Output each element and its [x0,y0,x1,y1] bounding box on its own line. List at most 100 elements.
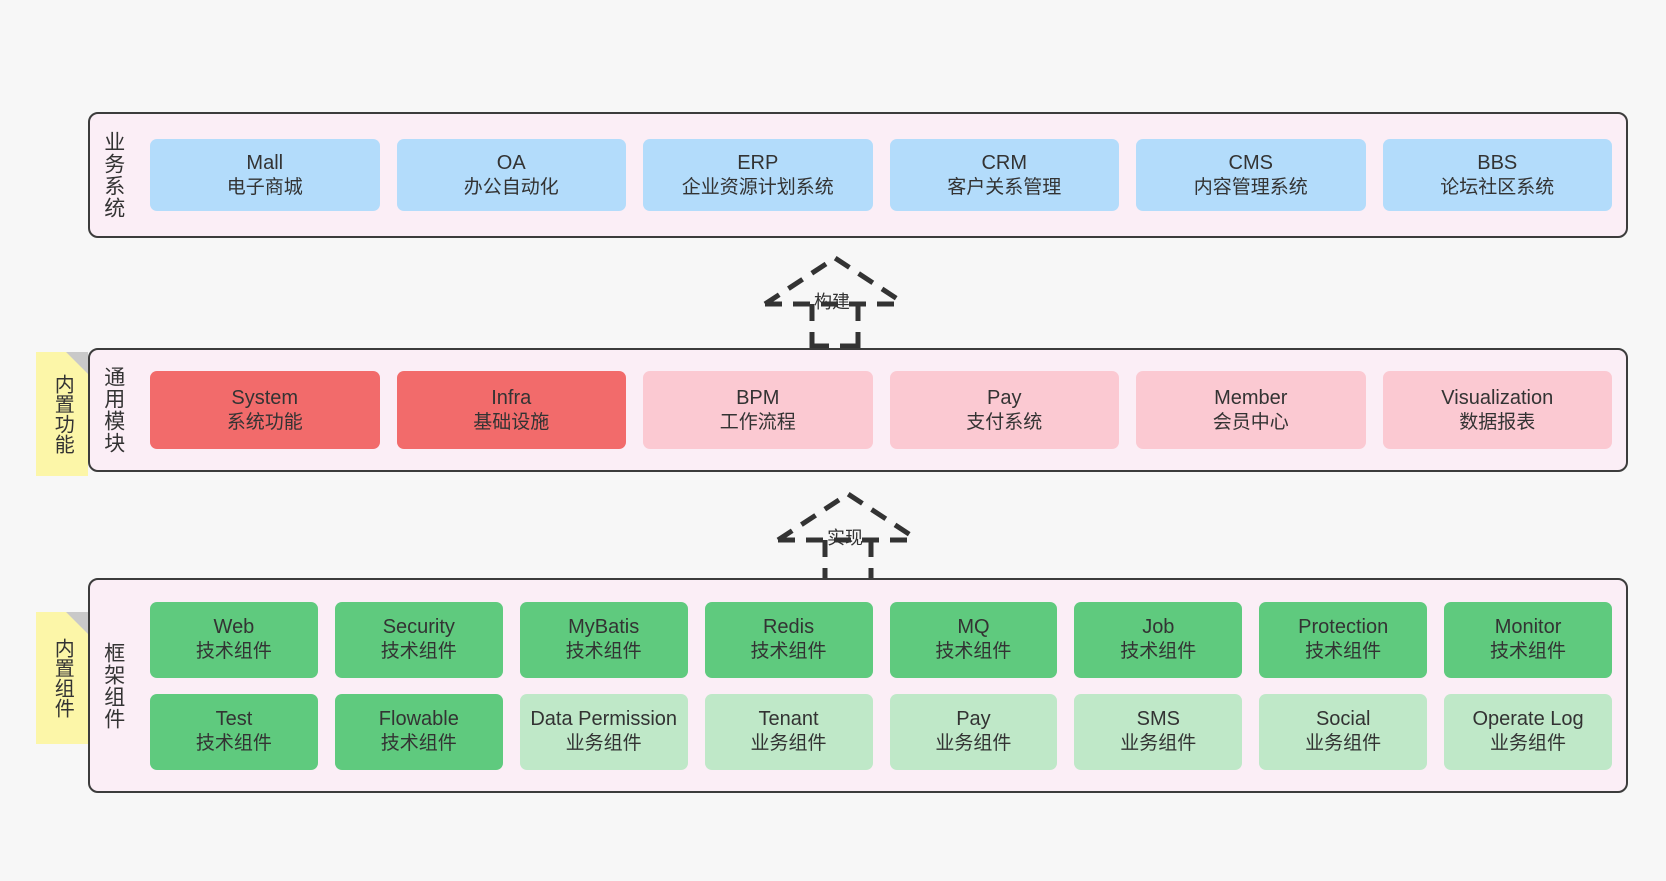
module-subtitle: 客户关系管理 [947,176,1062,198]
module-subtitle: 业务组件 [1305,733,1382,755]
module-title: CRM [981,151,1028,174]
generalization-arrow-build: 构建 [755,252,915,349]
module-title: Pay [987,386,1022,409]
module-title: Data Permission [530,708,678,731]
module-title: Operate Log [1472,708,1584,731]
module-subtitle: 技术组件 [380,641,457,663]
module-title: Tenant [758,708,819,731]
module-subtitle: 技术组件 [195,733,272,755]
sticky-note-label: 内置功能 [51,374,74,454]
module-title: BPM [736,386,780,409]
module-title: CMS [1228,151,1273,174]
layer-title-framework: 框架组件 [101,641,125,730]
module-card-mybatis[interactable]: MyBatis 技术组件 [519,601,688,678]
module-subtitle: 内容管理系统 [1193,176,1308,198]
module-subtitle: 技术组件 [1490,641,1567,663]
module-card-oa[interactable]: OA 办公自动化 [396,139,626,211]
module-subtitle: 业务组件 [565,733,642,755]
module-card-job[interactable]: Job 技术组件 [1074,601,1243,678]
module-title: Monitor [1494,616,1562,639]
module-title: MyBatis [568,616,640,639]
layer-row: Web 技术组件 Security 技术组件 MyBatis 技术组件 Redi… [150,601,1612,678]
module-subtitle: 基础设施 [473,411,550,433]
module-title: MQ [957,616,990,639]
module-card-web[interactable]: Web 技术组件 [150,601,318,678]
module-subtitle: 论坛社区系统 [1440,176,1555,198]
module-title: Infra [491,386,532,409]
module-card-test[interactable]: Test 技术组件 [150,693,318,770]
module-subtitle: 业务组件 [750,733,827,755]
module-subtitle: 系统功能 [226,411,303,433]
module-card-mq[interactable]: MQ 技术组件 [889,601,1058,678]
module-card-member[interactable]: Member 会员中心 [1136,371,1366,449]
layer-row: System 系统功能 Infra 基础设施 BPM 工作流程 Pay 支付系统… [150,371,1612,449]
module-subtitle: 企业资源计划系统 [681,176,834,198]
module-card-pay-business[interactable]: Pay 业务组件 [889,693,1058,770]
module-card-system[interactable]: System 系统功能 [150,371,380,449]
module-title: ERP [737,151,779,174]
layer-business-system: 业务系统 Mall 电子商城 OA 办公自动化 ERP 企业资源计划系统 CRM… [88,112,1628,238]
module-title: Visualization [1441,386,1554,409]
module-title: SMS [1136,708,1180,731]
module-title: Security [382,616,455,639]
layer-framework-component: 框架组件 Web 技术组件 Security 技术组件 MyBatis 技术组件… [88,578,1628,793]
module-card-social[interactable]: Social 业务组件 [1259,693,1428,770]
module-card-bbs[interactable]: BBS 论坛社区系统 [1382,139,1612,211]
module-subtitle: 支付系统 [966,411,1043,433]
module-card-data-permission[interactable]: Data Permission 业务组件 [519,693,688,770]
sticky-note-label: 内置组件 [51,638,74,718]
module-title: Social [1315,708,1371,731]
module-subtitle: 业务组件 [1490,733,1567,755]
module-title: OA [496,151,526,174]
module-card-sms[interactable]: SMS 业务组件 [1074,693,1243,770]
module-card-cms[interactable]: CMS 内容管理系统 [1136,139,1366,211]
module-subtitle: 技术组件 [565,641,642,663]
module-subtitle: 技术组件 [1305,641,1382,663]
module-card-erp[interactable]: ERP 企业资源计划系统 [643,139,873,211]
module-subtitle: 技术组件 [380,733,457,755]
module-card-infra[interactable]: Infra 基础设施 [396,371,626,449]
module-subtitle: 技术组件 [750,641,827,663]
module-title: Job [1142,616,1175,639]
arrow-label-implement: 实现 [827,528,863,548]
module-card-operate-log[interactable]: Operate Log 业务组件 [1444,693,1612,770]
module-title: Pay [956,708,991,731]
module-subtitle: 工作流程 [719,411,796,433]
module-subtitle: 技术组件 [935,641,1012,663]
module-card-mall[interactable]: Mall 电子商城 [150,139,380,211]
module-subtitle: 技术组件 [195,641,272,663]
module-title: Member [1214,386,1288,409]
layer-body-framework: Web 技术组件 Security 技术组件 MyBatis 技术组件 Redi… [136,580,1626,791]
module-card-crm[interactable]: CRM 客户关系管理 [889,139,1119,211]
generalization-arrow-implement: 实现 [768,488,928,585]
module-card-flowable[interactable]: Flowable 技术组件 [334,693,503,770]
module-card-protection[interactable]: Protection 技术组件 [1259,601,1428,678]
module-card-redis[interactable]: Redis 技术组件 [704,601,873,678]
module-subtitle: 业务组件 [1120,733,1197,755]
module-title: Redis [762,616,815,639]
module-card-pay[interactable]: Pay 支付系统 [889,371,1119,449]
module-card-tenant[interactable]: Tenant 业务组件 [704,693,873,770]
module-title: Mall [246,151,284,174]
module-subtitle: 会员中心 [1212,411,1289,433]
layer-body-business: Mall 电子商城 OA 办公自动化 ERP 企业资源计划系统 CRM 客户关系… [136,114,1626,236]
module-title: System [231,386,299,409]
module-card-visualization[interactable]: Visualization 数据报表 [1382,371,1612,449]
module-subtitle: 电子商城 [226,176,303,198]
module-card-bpm[interactable]: BPM 工作流程 [643,371,873,449]
module-card-monitor[interactable]: Monitor 技术组件 [1444,601,1612,678]
layer-body-common: System 系统功能 Infra 基础设施 BPM 工作流程 Pay 支付系统… [136,350,1626,470]
module-card-security[interactable]: Security 技术组件 [334,601,503,678]
module-title: BBS [1477,151,1518,174]
layer-row: Test 技术组件 Flowable 技术组件 Data Permission … [150,693,1612,770]
module-subtitle: 办公自动化 [463,176,559,198]
layer-row: Mall 电子商城 OA 办公自动化 ERP 企业资源计划系统 CRM 客户关系… [150,139,1612,211]
layer-title-common: 通用模块 [101,366,125,454]
module-subtitle: 技术组件 [1120,641,1197,663]
module-title: Web [213,616,255,639]
module-title: Test [215,708,253,731]
module-title: Flowable [378,708,459,731]
layer-common-module: 通用模块 System 系统功能 Infra 基础设施 BPM 工作流程 Pay… [88,348,1628,472]
layer-title-business: 业务系统 [101,131,125,219]
